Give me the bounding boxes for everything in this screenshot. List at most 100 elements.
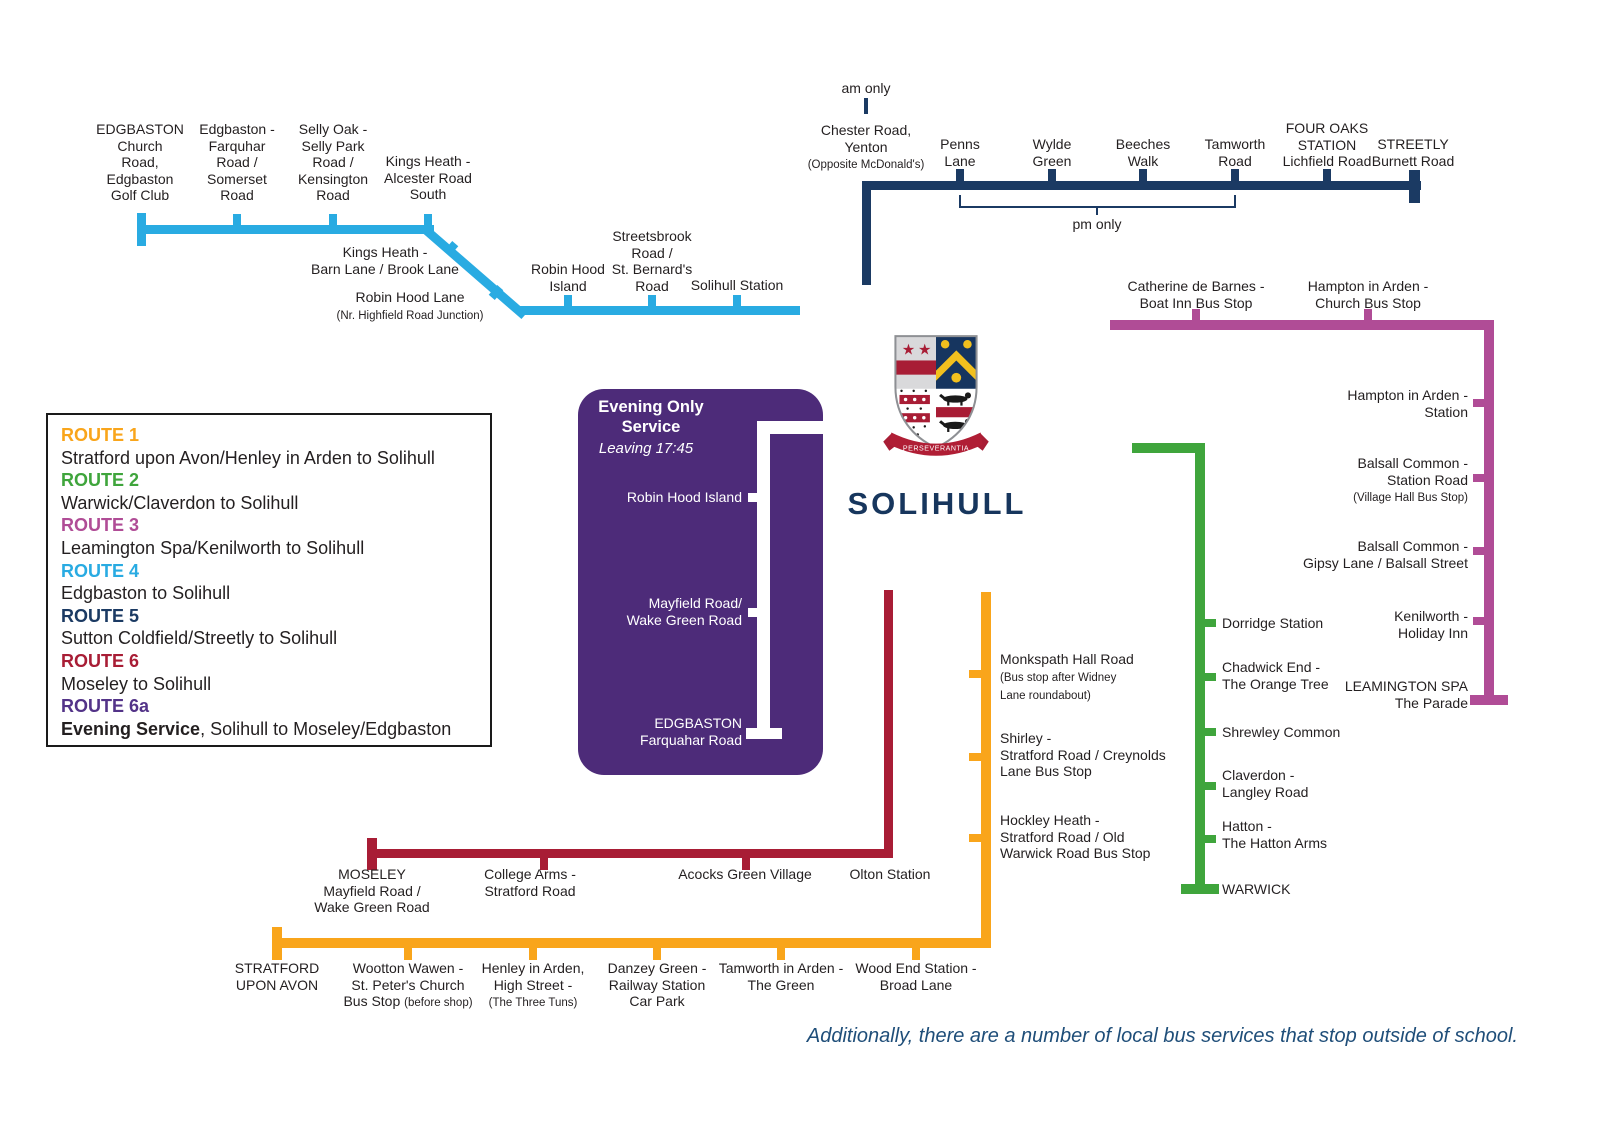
route5-am-only-tick bbox=[864, 98, 868, 114]
stop-chadwick-end: Chadwick End -The Orange Tree bbox=[1222, 659, 1329, 692]
stop-claverdon: Claverdon -Langley Road bbox=[1222, 767, 1309, 800]
local-bus-services-note: Additionally, there are a number of loca… bbox=[806, 1025, 1518, 1047]
stop-evening-mayfield-road: Mayfield Road/Wake Green Road bbox=[626, 595, 742, 628]
stop-balsall-gipsy-lane: Balsall Common -Gipsy Lane / Balsall Str… bbox=[1303, 538, 1468, 571]
route6a-line-horizontal bbox=[757, 421, 823, 434]
route5-stop-tick bbox=[956, 169, 964, 181]
legend-route6-title: ROUTE 6 bbox=[61, 650, 140, 671]
route5-line-vertical bbox=[862, 181, 871, 285]
route5-stop-tick bbox=[1323, 169, 1331, 181]
route3-stop-tick bbox=[1473, 547, 1484, 555]
route4-stop-tick bbox=[733, 295, 741, 306]
stop-warwick: WARWICK bbox=[1222, 881, 1291, 897]
school-name: SOLIHULL bbox=[847, 486, 1027, 521]
legend-route6a-desc: Evening Service, Solihull to Moseley/Edg… bbox=[61, 718, 452, 739]
route3-line-horizontal bbox=[1110, 320, 1494, 330]
route2-terminus-bar bbox=[1181, 884, 1219, 894]
route4-stop-tick bbox=[648, 295, 656, 306]
route5-terminus-bar bbox=[1409, 170, 1420, 203]
route1-line-horizontal bbox=[277, 938, 986, 948]
stop-balsall-station-road: Balsall Common -Station Road(Village Hal… bbox=[1353, 455, 1468, 504]
route6a-stop-tick bbox=[748, 493, 757, 502]
stop-monkspath-hall-road: Monkspath Hall Road(Bus stop after Widne… bbox=[1000, 651, 1134, 702]
route6a-terminus-bar bbox=[746, 728, 782, 739]
legend-route1-title: ROUTE 1 bbox=[61, 425, 140, 445]
stop-college-arms: College Arms -Stratford Road bbox=[484, 866, 576, 899]
route3-line-vertical bbox=[1484, 320, 1494, 701]
route5-stop-tick bbox=[1231, 169, 1239, 181]
stop-catherine-de-barnes: Catherine de Barnes -Boat Inn Bus Stop bbox=[1127, 278, 1265, 311]
route2-stop-tick bbox=[1205, 835, 1216, 843]
stop-solihull-station: Solihull Station bbox=[690, 277, 784, 293]
route5-pm-bracket-right bbox=[1234, 195, 1236, 208]
route3-stop-tick bbox=[1364, 309, 1372, 320]
route2-stop-tick bbox=[1205, 782, 1216, 790]
route5-pm-bracket-left bbox=[959, 195, 961, 208]
route6a-line-vertical bbox=[757, 421, 770, 739]
route3-stop-tick bbox=[1473, 617, 1484, 625]
route4-stop-tick bbox=[564, 295, 572, 306]
route1-stop-tick bbox=[912, 948, 920, 960]
stop-olton-station: Olton Station bbox=[849, 866, 931, 882]
route2-stop-tick bbox=[1205, 728, 1216, 736]
stop-shrewley-common: Shrewley Common bbox=[1222, 724, 1341, 740]
legend-route2-desc: Warwick/Claverdon to Solihull bbox=[61, 492, 299, 513]
route4-stop-tick bbox=[233, 214, 241, 225]
route6-line-horizontal bbox=[368, 849, 893, 858]
route1-stop-tick bbox=[969, 834, 981, 842]
svg-text:★: ★ bbox=[918, 341, 932, 358]
route6-stop-tick bbox=[540, 858, 548, 870]
stop-henley-in-arden: Henley in Arden,High Street -(The Three … bbox=[481, 960, 585, 1009]
legend-route5-title: ROUTE 5 bbox=[61, 605, 140, 626]
route5-stop-tick bbox=[1139, 169, 1147, 181]
route1-stop-tick bbox=[653, 948, 661, 960]
stop-robin-hood-lane: Robin Hood Lane(Nr. Highfield Road Junct… bbox=[336, 289, 484, 322]
route3-stop-tick bbox=[1473, 474, 1484, 482]
route1-stop-tick bbox=[529, 948, 537, 960]
route6-stop-tick bbox=[742, 858, 750, 870]
route5-stop-tick bbox=[1048, 169, 1056, 181]
route1-stop-tick bbox=[777, 948, 785, 960]
legend-route6-desc: Moseley to Solihull bbox=[61, 673, 212, 694]
route4-stop-tick bbox=[329, 214, 337, 225]
route1-line-vertical bbox=[981, 592, 991, 948]
route2-stop-tick bbox=[1205, 619, 1216, 627]
route6-terminus-bar bbox=[367, 838, 377, 870]
evening-service-panel bbox=[578, 389, 823, 775]
stop-dorridge-station: Dorridge Station bbox=[1222, 615, 1324, 631]
stop-tamworth-in-arden: Tamworth in Arden -The Green bbox=[718, 960, 844, 993]
legend-route2-title: ROUTE 2 bbox=[61, 470, 140, 491]
route5-pm-bracket-tick bbox=[1096, 206, 1098, 215]
route5-line-horizontal bbox=[862, 181, 1421, 190]
stop-hampton-station: Hampton in Arden -Station bbox=[1347, 387, 1468, 420]
route6a-stop-tick bbox=[748, 608, 757, 617]
legend-route6a-title: ROUTE 6a bbox=[61, 696, 150, 717]
legend-route5-desc: Sutton Coldfield/Streetly to Solihull bbox=[61, 628, 338, 649]
route2-line-horizontal bbox=[1132, 443, 1205, 453]
route3-terminus-bar bbox=[1470, 695, 1508, 705]
route-legend: ROUTE 1 Stratford upon Avon/Henley in Ar… bbox=[46, 413, 492, 747]
evening-service-leaving-time: Leaving 17:45 bbox=[598, 440, 694, 457]
route5-pm-only-label: pm only bbox=[1072, 216, 1122, 232]
route5-am-only-label: am only bbox=[841, 80, 891, 96]
route4-line-horizontal-2 bbox=[518, 306, 800, 315]
legend-route4-desc: Edgbaston to Solihull bbox=[61, 583, 231, 604]
legend-route3-desc: Leamington Spa/Kenilworth to Solihull bbox=[61, 537, 365, 558]
